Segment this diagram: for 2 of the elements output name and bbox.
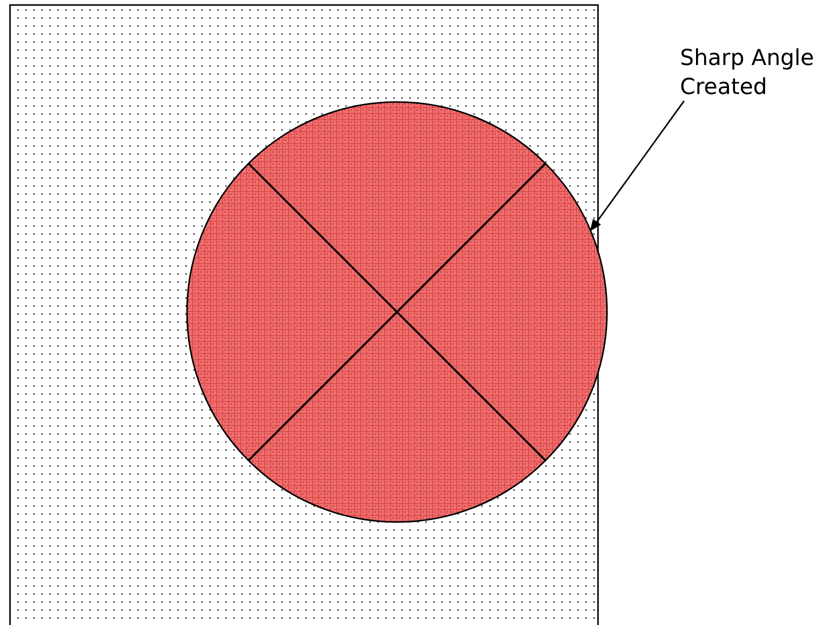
leader-arrow bbox=[590, 100, 685, 232]
callout-text: Sharp Angle Created bbox=[680, 44, 840, 102]
